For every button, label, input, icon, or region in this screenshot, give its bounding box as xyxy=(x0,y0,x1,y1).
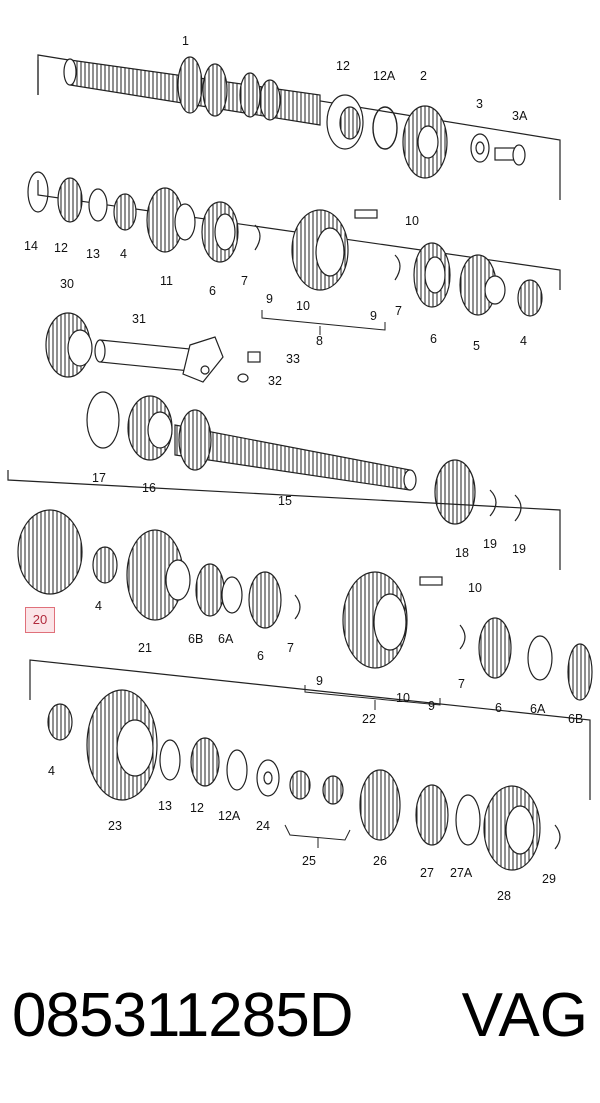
group-5-frame xyxy=(7,470,561,570)
part-number: 085311285D xyxy=(12,981,354,1050)
main-shaft-1 xyxy=(63,56,321,126)
svg-text:3: 3 xyxy=(476,97,483,111)
svg-text:29: 29 xyxy=(542,872,556,886)
svg-text:6: 6 xyxy=(495,701,502,715)
svg-text:10: 10 xyxy=(296,299,310,313)
svg-text:8: 8 xyxy=(316,334,323,348)
svg-text:27A: 27A xyxy=(450,866,473,880)
gear-2 xyxy=(402,105,448,179)
bracket-8 xyxy=(261,310,386,335)
svg-text:26: 26 xyxy=(373,854,387,868)
svg-text:9: 9 xyxy=(266,292,273,306)
svg-text:10: 10 xyxy=(396,691,410,705)
svg-text:9: 9 xyxy=(428,699,435,713)
group-6-parts xyxy=(47,689,561,871)
svg-text:12: 12 xyxy=(190,801,204,815)
svg-text:9: 9 xyxy=(370,309,377,323)
svg-text:7: 7 xyxy=(395,304,402,318)
svg-text:6: 6 xyxy=(209,284,216,298)
svg-text:31: 31 xyxy=(132,312,146,326)
svg-text:6A: 6A xyxy=(218,632,234,646)
svg-text:10: 10 xyxy=(405,214,419,228)
diagram-labels: 1 12 12A 2 3 3A 14 12 13 4 11 6 7 10 9 1… xyxy=(24,34,583,903)
svg-text:16: 16 xyxy=(142,481,156,495)
svg-text:6B: 6B xyxy=(188,632,203,646)
svg-text:1: 1 xyxy=(182,34,189,48)
gear-30 xyxy=(45,312,93,378)
svg-text:23: 23 xyxy=(108,819,122,833)
svg-text:6: 6 xyxy=(430,332,437,346)
svg-text:6: 6 xyxy=(257,649,264,663)
svg-text:4: 4 xyxy=(120,247,127,261)
svg-text:4: 4 xyxy=(520,334,527,348)
svg-text:13: 13 xyxy=(158,799,172,813)
svg-text:25: 25 xyxy=(302,854,316,868)
svg-text:12: 12 xyxy=(54,241,68,255)
svg-text:17: 17 xyxy=(92,471,106,485)
group-2-parts xyxy=(27,171,543,317)
svg-text:12A: 12A xyxy=(218,809,241,823)
svg-text:28: 28 xyxy=(497,889,511,903)
svg-text:22: 22 xyxy=(362,712,376,726)
svg-text:6A: 6A xyxy=(530,702,546,716)
svg-text:13: 13 xyxy=(86,247,100,261)
svg-text:30: 30 xyxy=(60,277,74,291)
ring-12a-top xyxy=(372,106,398,150)
svg-text:10: 10 xyxy=(468,581,482,595)
svg-text:4: 4 xyxy=(48,764,55,778)
svg-text:19: 19 xyxy=(512,542,526,556)
svg-text:33: 33 xyxy=(286,352,300,366)
svg-text:15: 15 xyxy=(278,494,292,508)
svg-text:7: 7 xyxy=(458,677,465,691)
brand-name: VAG xyxy=(461,981,588,1050)
svg-text:5: 5 xyxy=(473,339,480,353)
svg-text:24: 24 xyxy=(256,819,270,833)
shaft-31 xyxy=(94,336,224,383)
svg-text:12A: 12A xyxy=(373,69,396,83)
washer-3 xyxy=(470,133,490,163)
svg-text:19: 19 xyxy=(483,537,497,551)
svg-text:7: 7 xyxy=(241,274,248,288)
svg-text:3A: 3A xyxy=(512,109,528,123)
svg-text:11: 11 xyxy=(160,274,173,288)
svg-text:18: 18 xyxy=(455,546,469,560)
bolt-3a xyxy=(494,144,526,166)
footer: 085311285D VAG xyxy=(0,980,600,1060)
bolt-33-washer-32 xyxy=(237,351,261,383)
svg-text:9: 9 xyxy=(316,674,323,688)
exploded-gear-diagram: 1 12 12A 2 3 3A 14 12 13 4 11 6 7 10 9 1… xyxy=(7,34,593,903)
highlighted-part-label: 20 xyxy=(25,607,55,633)
group-5-parts xyxy=(17,509,593,701)
svg-text:2: 2 xyxy=(420,69,427,83)
bearing-12-top xyxy=(326,94,364,150)
group-6-frame xyxy=(29,659,591,800)
bracket-25 xyxy=(284,824,351,848)
svg-text:4: 4 xyxy=(95,599,102,613)
svg-text:7: 7 xyxy=(287,641,294,655)
svg-text:6B: 6B xyxy=(568,712,583,726)
svg-text:32: 32 xyxy=(268,374,282,388)
svg-text:14: 14 xyxy=(24,239,38,253)
svg-text:21: 21 xyxy=(138,641,152,655)
bracket-22 xyxy=(304,685,441,710)
group-4-parts xyxy=(86,391,522,525)
svg-text:12: 12 xyxy=(336,59,350,73)
svg-text:27: 27 xyxy=(420,866,434,880)
